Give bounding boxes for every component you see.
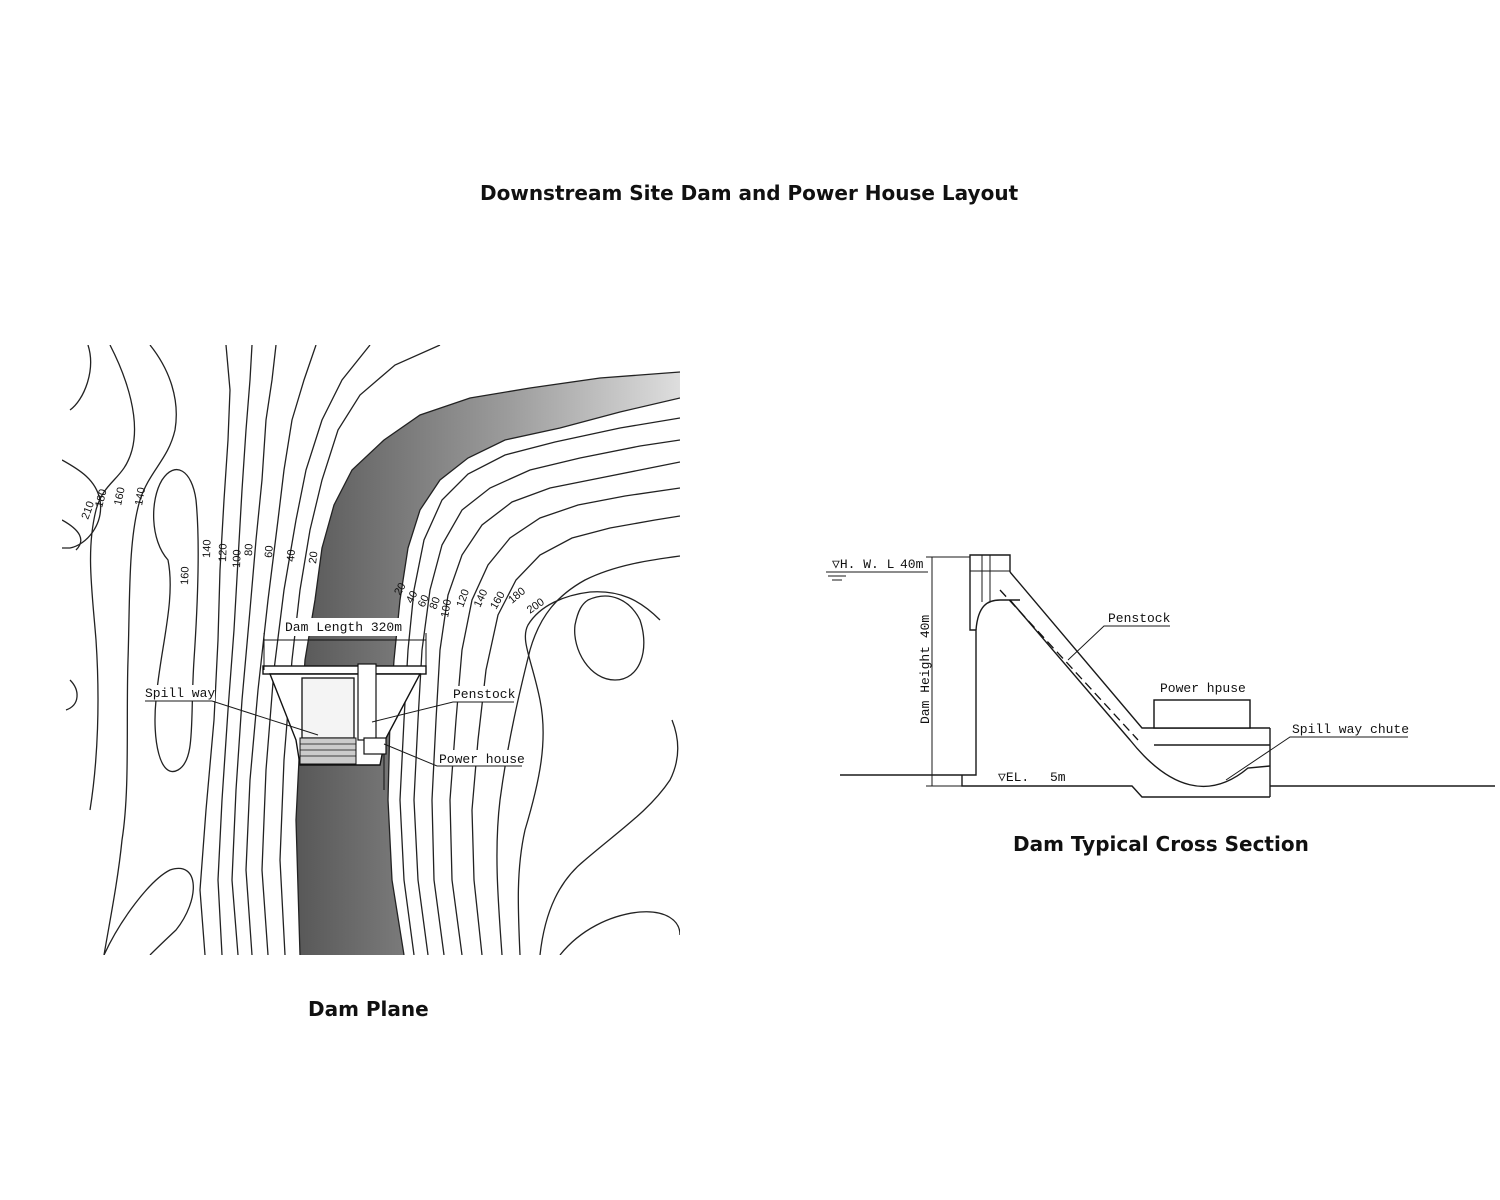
dam-plane-title: Dam Plane [308,997,429,1021]
contour-label-180: 180 [93,488,109,509]
contour-label-r180: 180 [506,585,528,606]
contour-label-210: 210 [80,500,98,521]
hwl-value: 40m [900,557,924,572]
penstock-section-label: Penstock [1108,611,1171,626]
contour-label-140b: 140 [201,539,214,558]
contour-label-160: 160 [112,486,128,506]
page-title: Downstream Site Dam and Power House Layo… [480,181,1019,205]
dam-crest-curve [975,599,1020,631]
contour-label-40: 40 [285,549,298,562]
powerhouse-section-label: Power hpuse [1160,681,1246,696]
spillway-structure [301,677,355,739]
powerhouse-plan [363,737,387,755]
dam-length-label: Dam Length 320m [285,620,402,635]
spillway-chute-profile [1009,599,1271,788]
contour-label-80: 80 [243,543,255,556]
dam-height-label: Dam Height 40m [918,615,933,724]
spillway-chute-plan [299,737,357,765]
dam-plane-map [62,345,680,955]
dam-crest [262,665,427,675]
spillway-chute-label: Spill way chute [1292,722,1409,737]
penstock-line [999,589,1139,741]
powerhouse-label: Power house [439,752,525,767]
penstock-label: Penstock [453,687,516,702]
contour-label-60: 60 [263,545,276,558]
river [296,372,680,955]
cross-section: Dam Height 40m ▽H. W. L 40m ▽EL. 5m Pens… [826,554,1495,798]
spillway-label: Spill way [145,686,215,701]
el-value: 5m [1050,770,1066,785]
spillway-chute-leader [1225,736,1408,781]
contour-label-r60: 60 [416,593,432,609]
contour-label-140: 140 [133,486,148,506]
contour-label-r200: 200 [525,596,547,616]
contour-labels: 210 180 160 140 160 140 120 100 80 60 40… [80,486,547,618]
el-label: ▽EL. [998,770,1029,785]
powerhouse-section [1153,699,1251,729]
contour-label-160b: 160 [179,566,192,585]
hwl-label: ▽H. W. L [832,557,894,572]
cross-section-title: Dam Typical Cross Section [1013,832,1309,856]
contour-label-r120: 120 [455,588,473,609]
contour-label-r20: 20 [392,581,409,598]
contour-label-120: 120 [217,543,230,562]
dam-plane-structure: Dam Length 320m Spill way Penstock Power… [143,618,525,790]
contour-label-20: 20 [307,551,320,565]
penstock-leader [1067,625,1170,661]
contour-label-r100: 100 [439,598,454,618]
foundation [961,775,1270,798]
contour-label-100: 100 [231,549,244,568]
contour-label-r40: 40 [404,589,420,605]
contour-label-r160: 160 [488,590,508,612]
contour-label-r80: 80 [428,595,443,611]
penstock-plan [357,663,377,741]
dam-upstream-face [962,554,1011,776]
